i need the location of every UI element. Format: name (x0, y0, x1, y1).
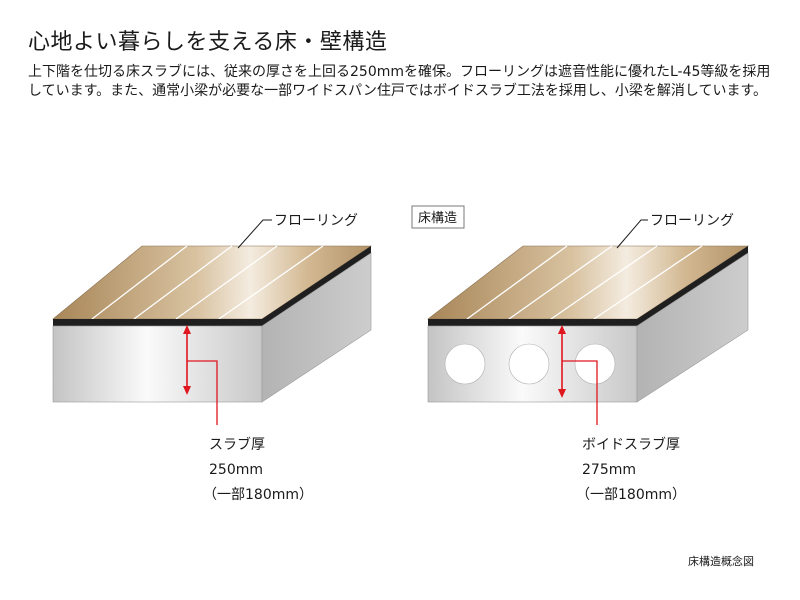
slab-thickness-value: 250mm (209, 462, 263, 478)
void-hole (574, 343, 616, 385)
void-slab-thickness-value: 275mm (582, 462, 636, 478)
slab-front-face (52, 325, 263, 403)
flooring-side-edge (637, 246, 748, 326)
void-slab-block: 床構造 フローリング ボイドスラブ厚 275mm （一部180mm） (411, 205, 750, 503)
page-title: 心地よい暮らしを支える床・壁構造 (28, 30, 388, 55)
void-slab-leader-line (562, 360, 598, 425)
flooring-label: フローリング (650, 213, 734, 229)
slab-side-face (261, 252, 372, 403)
flooring-leader-line (616, 219, 648, 249)
flooring-front-edge (428, 319, 637, 326)
slab-thickness-note: （一部180mm） (203, 487, 313, 503)
void-hole (508, 343, 550, 385)
floor-structure-badge (411, 205, 465, 229)
void-holes (444, 343, 616, 385)
flooring-board-lines (466, 245, 703, 320)
floor-structure-badge-label: 床構造 (418, 211, 457, 226)
slab-side-face (636, 252, 749, 403)
description-text: 上下階を仕切る床スラブには、従来の厚さを上回る250mmを確保。フローリングは遮… (28, 64, 771, 99)
flooring-side-edge (262, 246, 371, 326)
void-hole (444, 343, 486, 385)
diagram-caption: 床構造概念図 (688, 555, 754, 568)
flooring-leader-line (237, 219, 272, 249)
flooring-label: フローリング (274, 213, 358, 229)
slab-thickness-label: スラブ厚 (209, 436, 265, 453)
slab-thickness-arrow (183, 325, 191, 395)
void-slab-thickness-note: （一部180mm） (576, 487, 686, 503)
solid-slab-block: フローリング スラブ厚 250mm （一部180mm） (52, 213, 372, 503)
slab-leader-line (187, 360, 218, 425)
flooring-board-lines (91, 245, 324, 320)
flooring-front-edge (53, 319, 262, 326)
void-slab-thickness-label: ボイドスラブ厚 (582, 436, 680, 453)
